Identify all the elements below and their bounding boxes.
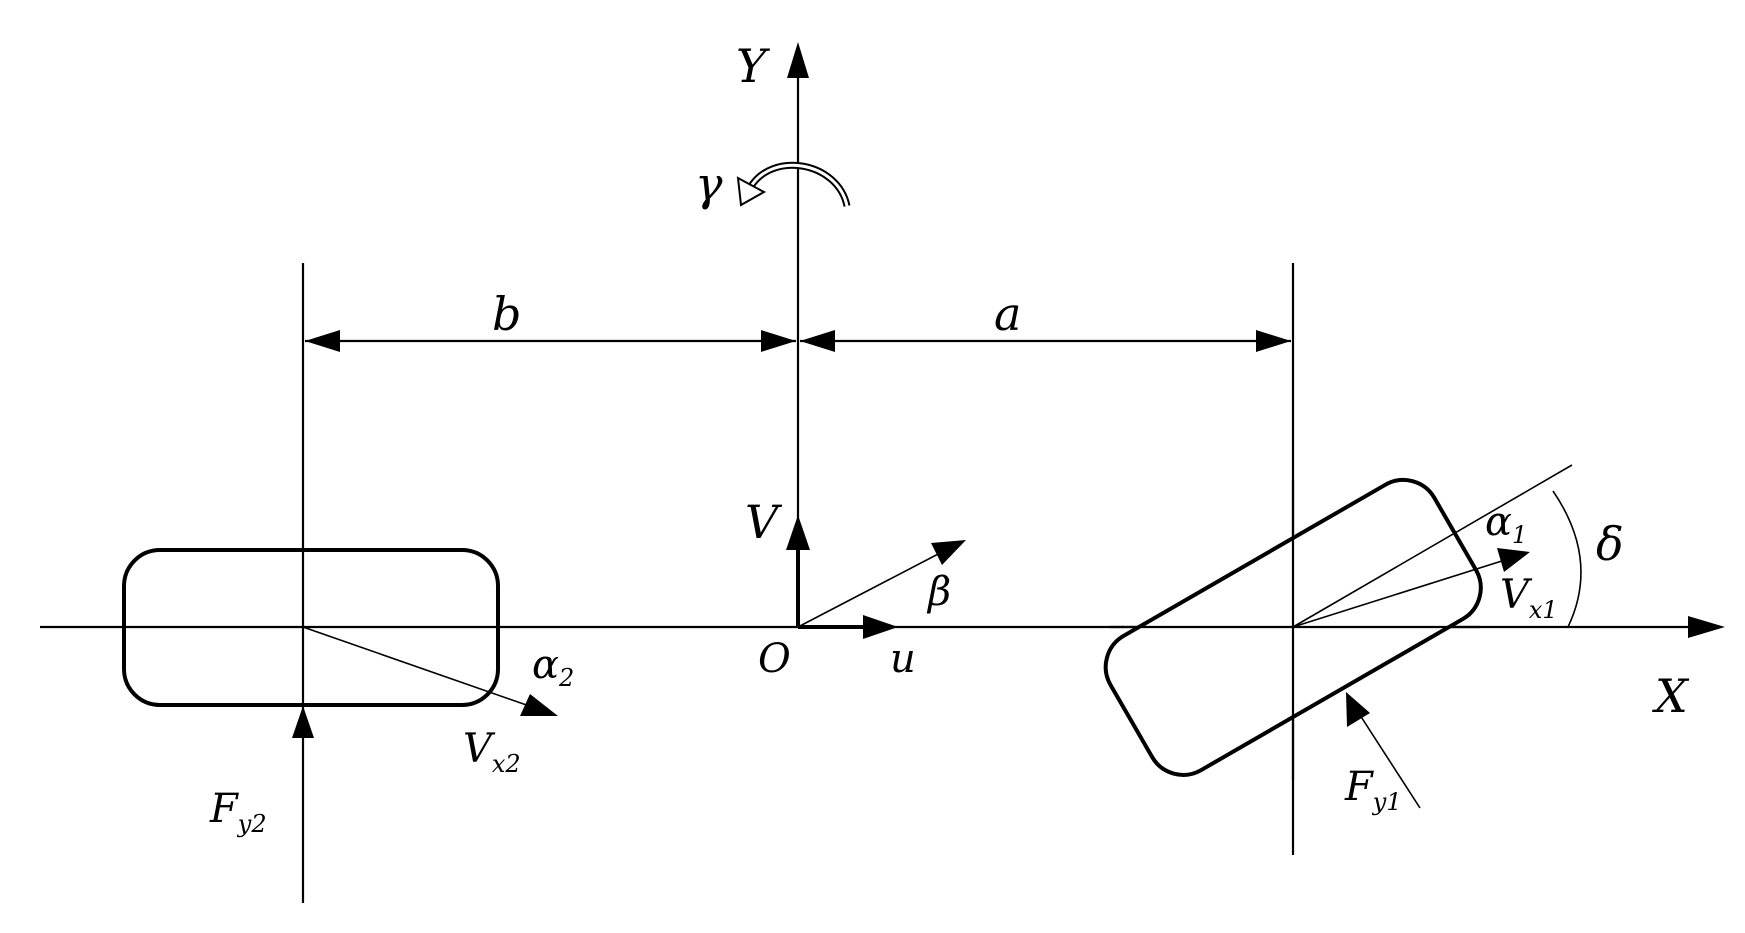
- steer-angle-label: δ: [1596, 517, 1624, 571]
- rear-force-label: Fy2: [209, 786, 267, 838]
- front-wheel-velocity-vector: [1292, 548, 1530, 628]
- front-slip-label: α1: [1485, 499, 1527, 549]
- rear-lateral-force-arrow: [292, 706, 314, 738]
- origin-label: O: [758, 636, 791, 682]
- rear-wheel-velocity-vector: [302, 626, 558, 716]
- cg-longitudinal-velocity-arrow: [798, 615, 898, 639]
- dist-a-label: a: [994, 287, 1021, 341]
- front-lateral-force-arrow: [1346, 692, 1421, 809]
- yaw-rate-label: γ: [695, 157, 723, 211]
- y-axis-arrowhead: [787, 42, 809, 78]
- steer-angle-arc: [1552, 490, 1582, 628]
- rear-wheel-velocity-label: Vx2: [463, 726, 521, 778]
- front-wheel-velocity-label: Vx1: [1500, 572, 1558, 624]
- yaw-rate-arrowhead: [736, 176, 767, 207]
- dist-b-label: b: [492, 287, 521, 341]
- dimension-b: [305, 330, 796, 352]
- longitudinal-velocity-label: u: [890, 636, 916, 682]
- front-wheel-plane-line: [1292, 464, 1573, 628]
- yaw-rate-arrow: [736, 161, 851, 207]
- cg-velocity-vector: [797, 540, 966, 628]
- dimension-a: [800, 330, 1291, 352]
- front-force-label: Fy1: [1344, 764, 1402, 816]
- sideslip-label: β: [926, 569, 951, 615]
- rear-slip-label: α2: [532, 642, 574, 692]
- lateral-velocity-label: V: [745, 495, 783, 549]
- axis-x-label: X: [1652, 669, 1690, 723]
- axis-y-label: Y: [736, 39, 771, 93]
- cg-lateral-velocity-arrow: [786, 515, 810, 627]
- x-axis-arrowhead: [1688, 616, 1725, 638]
